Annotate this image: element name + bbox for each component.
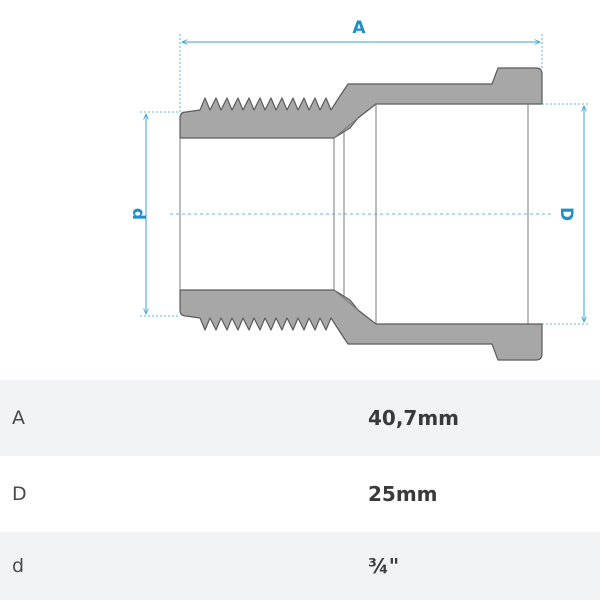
dimension-d-inner-label: d bbox=[128, 208, 148, 220]
dimension-d-outer-label: D bbox=[556, 207, 576, 221]
dimension-d-outer: D bbox=[542, 103, 588, 325]
dimension-a-label: A bbox=[352, 18, 366, 38]
spec-table: A 40,7mm D 25mm d ¾" bbox=[0, 380, 600, 600]
technical-drawing: A d D bbox=[128, 18, 588, 361]
spec-value: 25mm bbox=[368, 482, 438, 506]
dimension-d-inner: d bbox=[128, 111, 180, 317]
spec-key: d bbox=[12, 555, 25, 577]
spec-key: D bbox=[12, 483, 27, 505]
dimension-a: A bbox=[179, 18, 543, 112]
pipe-fitting-section bbox=[179, 67, 543, 361]
spec-row-a: A 40,7mm bbox=[0, 380, 600, 456]
spec-row-d-inner: d ¾" bbox=[0, 532, 600, 600]
spec-key: A bbox=[12, 407, 25, 429]
spec-value: ¾" bbox=[368, 554, 400, 578]
top-wall bbox=[179, 67, 543, 139]
spec-row-d-outer: D 25mm bbox=[0, 456, 600, 532]
bottom-wall bbox=[179, 289, 543, 361]
socket-taper bbox=[333, 117, 359, 311]
spec-value: 40,7mm bbox=[368, 406, 460, 430]
